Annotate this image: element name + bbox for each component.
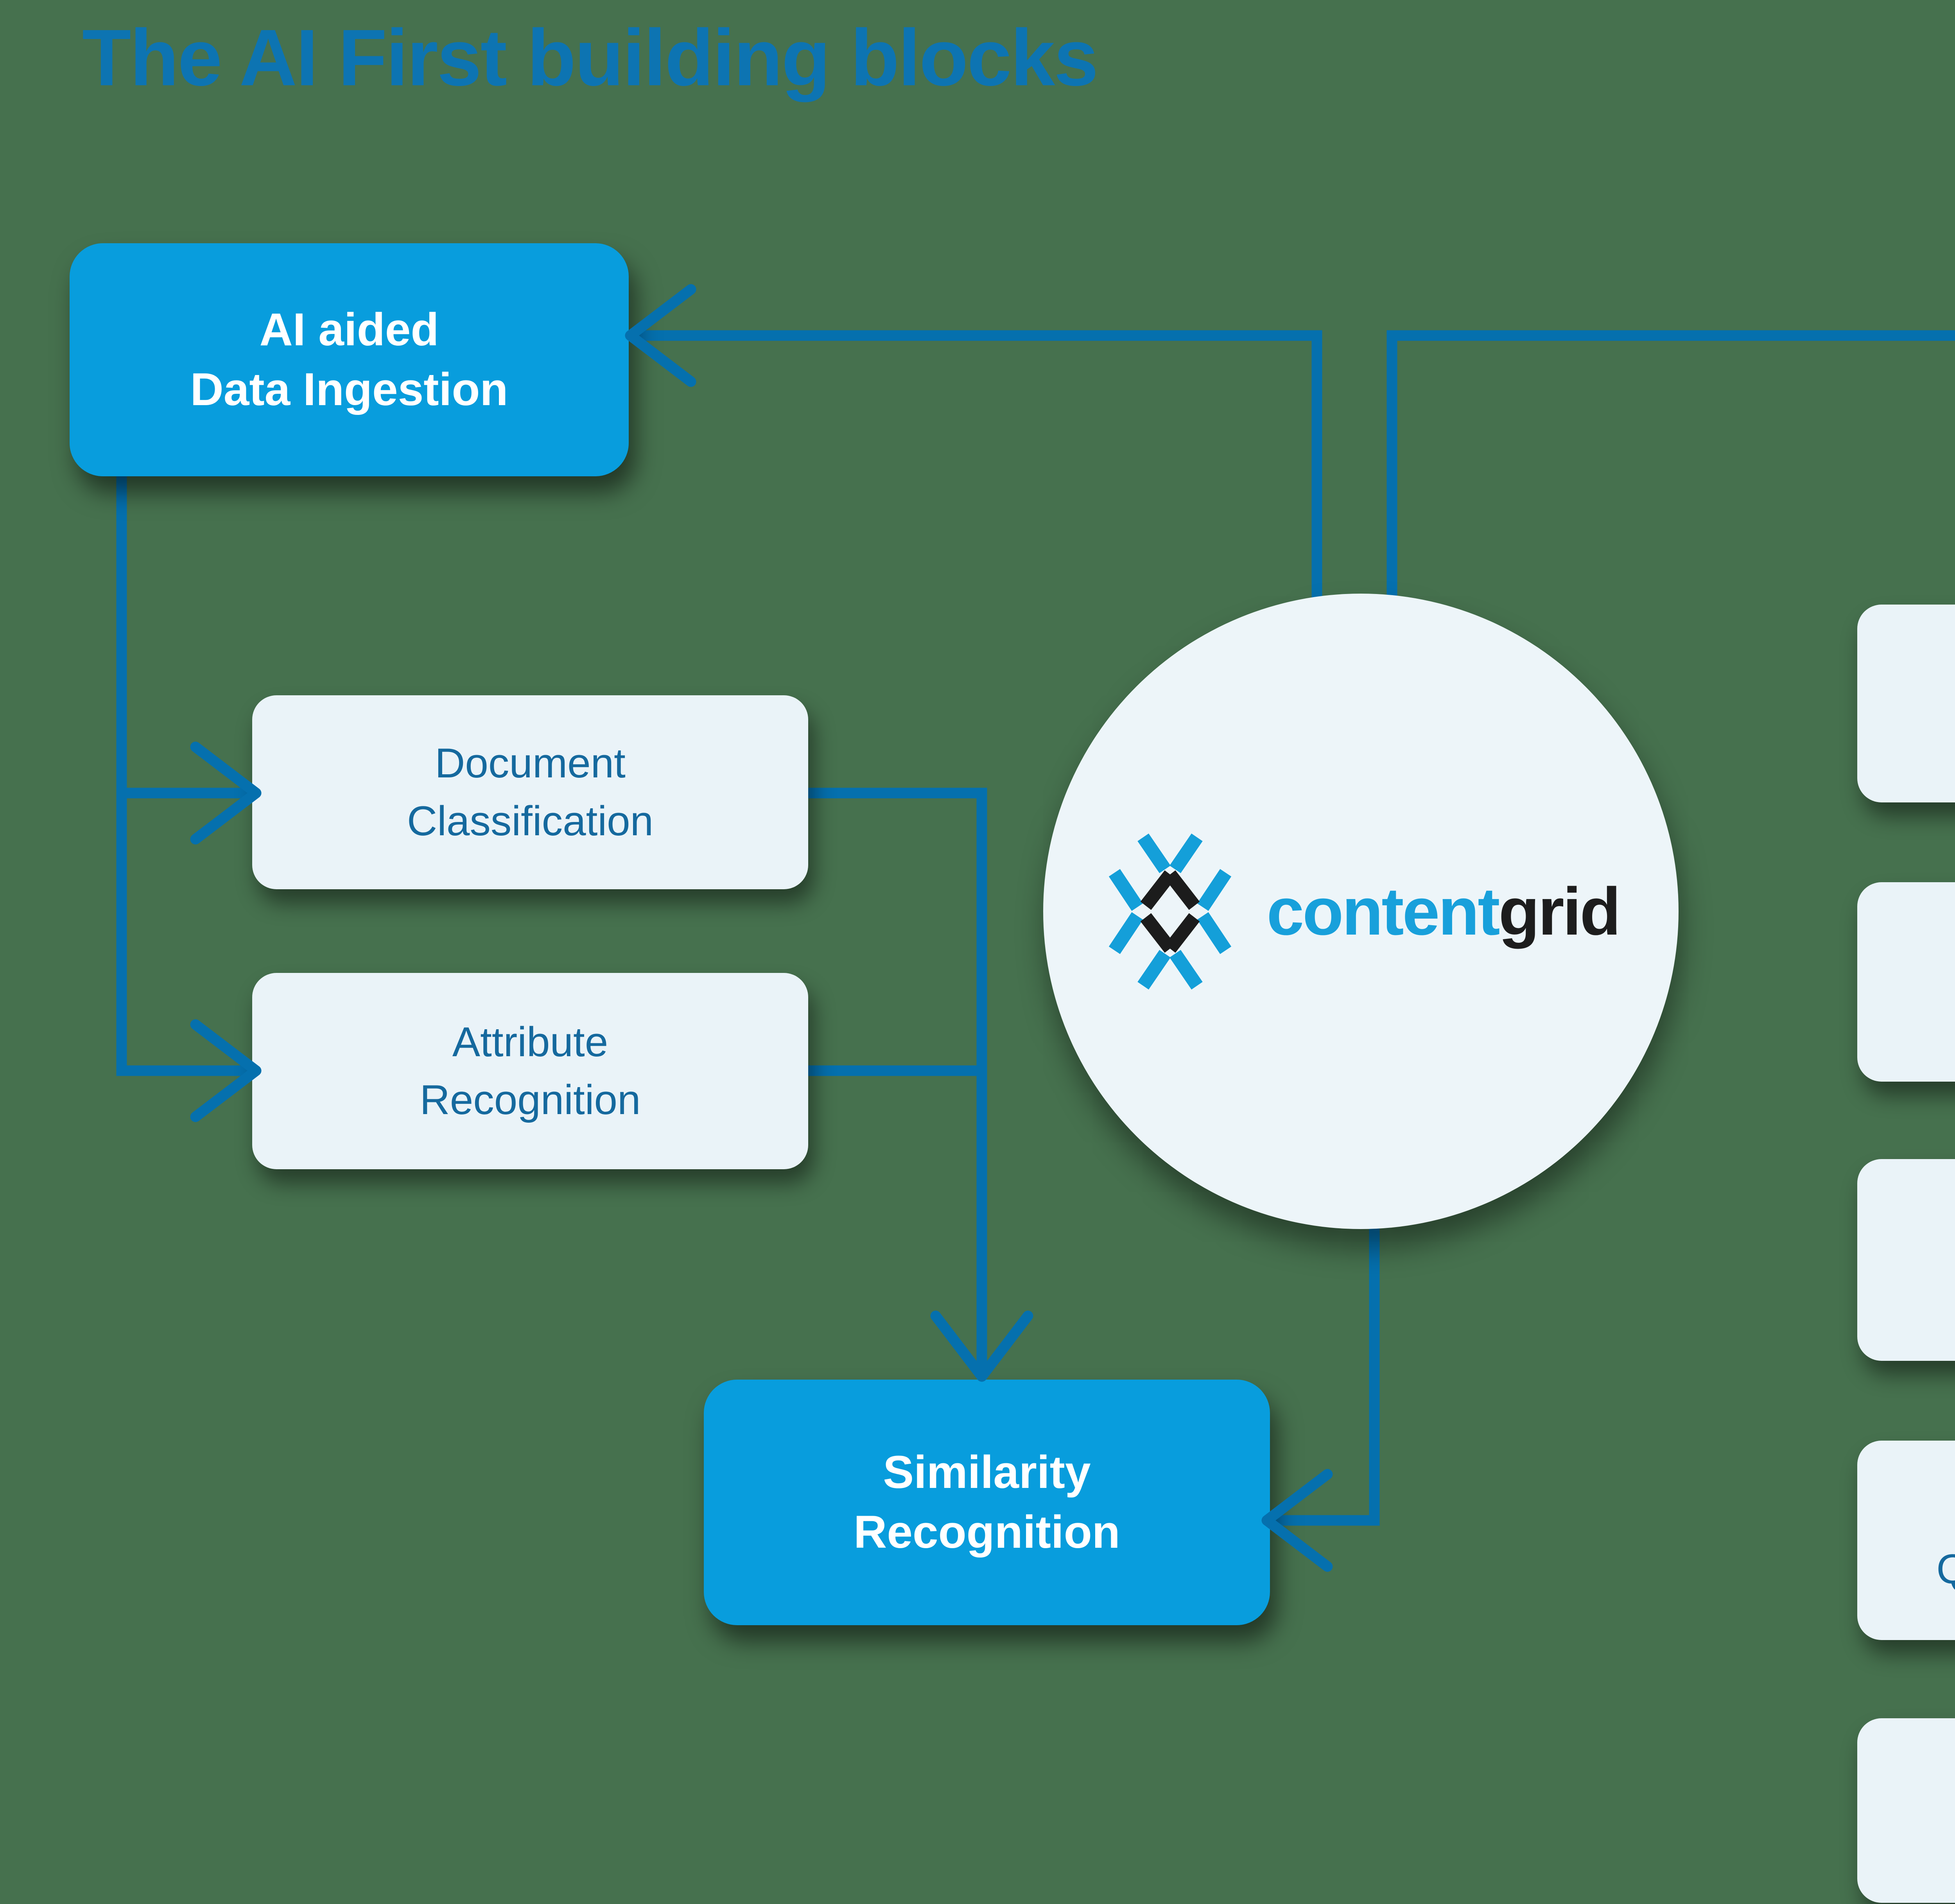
arrow-left-icon [1261, 1469, 1333, 1572]
node-document-classification: Document Classification [252, 695, 808, 889]
connector-line [116, 469, 254, 1076]
node-semantic-search: Semantic Search [1857, 1159, 1955, 1361]
contentgrid-logo-icon [1108, 833, 1231, 989]
node-similarity-recognition-main: Similarity Recognition [704, 1380, 1270, 1625]
connector-line [1386, 330, 1955, 641]
node-ai-aided-data-ingestion: AI aided Data Ingestion [70, 243, 629, 476]
node-autocomplete: Autocomplete [1857, 882, 1955, 1082]
node-attribute-recognition: Attribute Recognition [252, 973, 808, 1169]
node-label: Document Classification [407, 739, 654, 844]
node-label: AI aided Data Ingestion [190, 303, 508, 415]
contentgrid-hub-circle: contentgrid [1043, 594, 1679, 1229]
node-label: Similarity Recognition [854, 1446, 1120, 1558]
arrow-left-icon [625, 284, 696, 387]
connector-line [1271, 1185, 1380, 1526]
wordmark-content: content [1266, 874, 1500, 949]
node-similarity-recognition-search: Similarity Recognition [1857, 605, 1955, 802]
contentgrid-wordmark: contentgrid [1266, 873, 1621, 950]
node-label: Natural Language Query Understanding [1936, 1545, 1955, 1592]
arrow-right-icon [190, 741, 262, 845]
node-label: Attribute Recognition [420, 1018, 641, 1123]
node-llm-integration: LLM Integration [1857, 1718, 1955, 1903]
page-title: The AI First building blocks [82, 13, 1098, 102]
arrow-down-icon [930, 1310, 1033, 1382]
arrow-right-icon [190, 1019, 262, 1122]
wordmark-grid: grid [1498, 874, 1621, 949]
connector-line [628, 330, 1322, 641]
connector-line [805, 788, 987, 1371]
node-natural-language-query-understanding: Natural Language Query Understanding [1857, 1441, 1955, 1640]
